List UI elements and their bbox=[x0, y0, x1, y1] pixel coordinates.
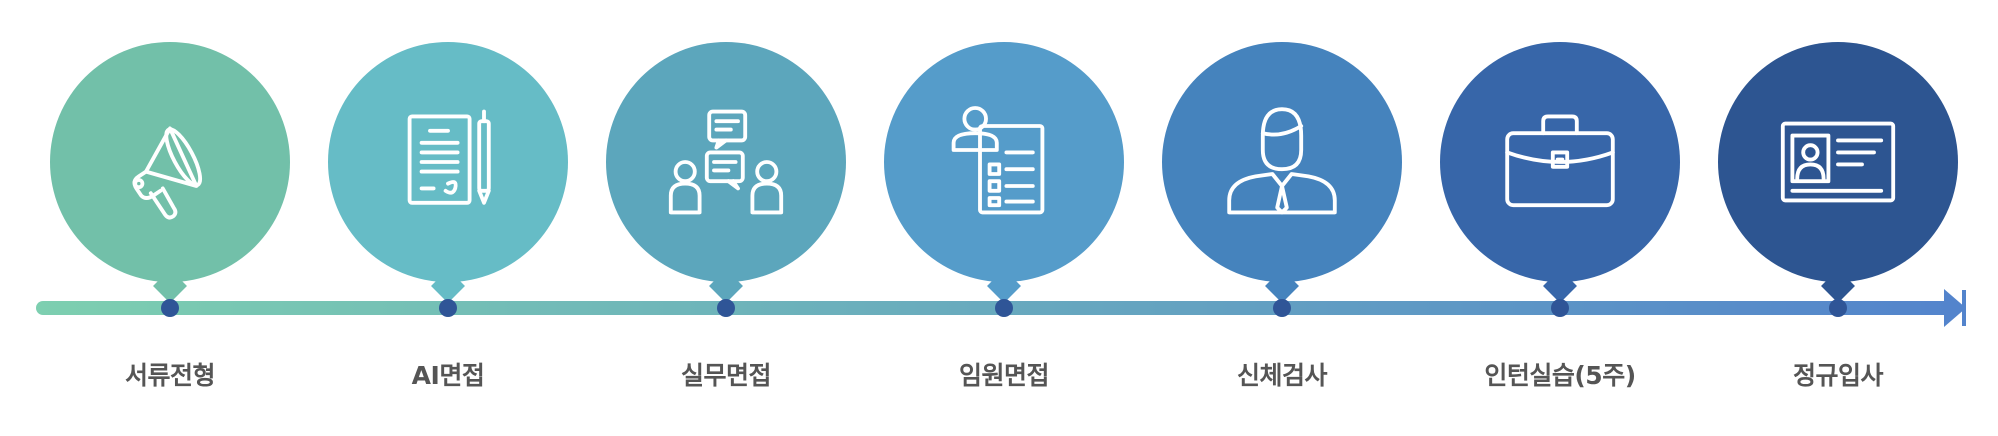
timeline-dot bbox=[995, 299, 1013, 317]
step-label: 실무면접 bbox=[680, 361, 772, 390]
timeline-arrow-head bbox=[1944, 289, 1966, 327]
timeline-dot bbox=[439, 299, 457, 317]
step-label: 인턴실습(5주) bbox=[1484, 361, 1636, 390]
step-internship: 인턴실습(5주) bbox=[1430, 0, 1690, 436]
step-label: 서류전형 bbox=[124, 361, 216, 390]
timeline-dot bbox=[1829, 299, 1847, 317]
step-medical-check: 신체검사 bbox=[1152, 0, 1412, 436]
timeline-dot bbox=[1551, 299, 1569, 317]
step-label: 임원면접 bbox=[958, 361, 1050, 390]
timeline-dot bbox=[1273, 299, 1291, 317]
timeline-arrow-end bbox=[1962, 290, 1966, 326]
applicant-checklist-icon bbox=[944, 102, 1064, 222]
step-bubble bbox=[1718, 42, 1958, 282]
step-label: 정규입사 bbox=[1792, 361, 1884, 390]
step-regular-employment: 정규입사 bbox=[1708, 0, 1968, 436]
person-tie-icon bbox=[1222, 102, 1342, 222]
step-bubble bbox=[884, 42, 1124, 282]
timeline-dot bbox=[161, 299, 179, 317]
document-pen-icon bbox=[388, 102, 508, 222]
step-bubble bbox=[50, 42, 290, 282]
step-label: 신체검사 bbox=[1236, 361, 1328, 390]
conversation-icon bbox=[666, 102, 786, 222]
step-executive-interview: 임원면접 bbox=[874, 0, 1134, 436]
id-card-icon bbox=[1778, 102, 1898, 222]
briefcase-icon bbox=[1500, 102, 1620, 222]
step-label: AI면접 bbox=[411, 361, 485, 390]
timeline-dot bbox=[717, 299, 735, 317]
step-ai-interview: AI면접 bbox=[318, 0, 578, 436]
megaphone-icon bbox=[110, 102, 230, 222]
step-document-screening: 서류전형 bbox=[40, 0, 300, 436]
step-working-interview: 실무면접 bbox=[596, 0, 856, 436]
step-bubble bbox=[1162, 42, 1402, 282]
